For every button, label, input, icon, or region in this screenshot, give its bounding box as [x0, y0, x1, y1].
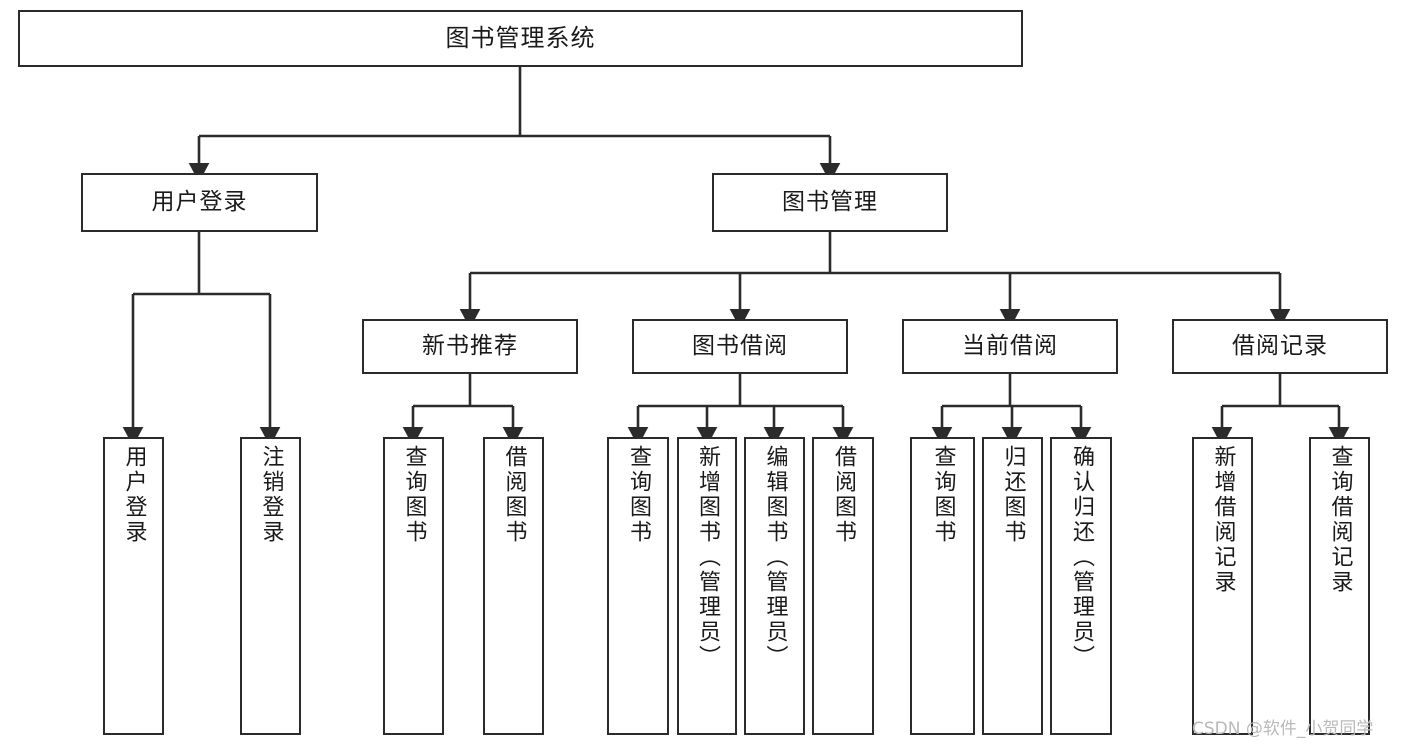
node-current-borrow[interactable]: 当前借阅	[902, 319, 1118, 374]
node-root[interactable]: 图书管理系统	[18, 10, 1023, 67]
node-leaf-logout-label: 注销登录	[258, 445, 284, 545]
csdn-watermark: CSDN @软件_小贺同学	[1192, 719, 1374, 739]
node-book-borrow-label: 图书借阅	[692, 333, 788, 360]
node-leaf-confirm-return-admin-label: 确认归还（管理员）	[1069, 445, 1094, 670]
node-leaf-user-login[interactable]: 用户登录	[103, 437, 164, 735]
node-leaf-confirm-return-admin[interactable]: 确认归还（管理员）	[1050, 437, 1112, 735]
node-new-book-recommend-label: 新书推荐	[422, 333, 518, 360]
node-leaf-edit-book-admin[interactable]: 编辑图书（管理员）	[744, 437, 805, 735]
node-leaf-query-book-2-label: 查询图书	[626, 445, 651, 545]
node-leaf-query-borrow-record-label: 查询借阅记录	[1327, 445, 1353, 595]
node-current-borrow-label: 当前借阅	[962, 333, 1058, 360]
node-leaf-add-borrow-record[interactable]: 新增借阅记录	[1192, 437, 1253, 735]
node-leaf-edit-book-admin-label: 编辑图书（管理员）	[762, 445, 788, 670]
node-leaf-query-book-1[interactable]: 查询图书	[383, 437, 444, 735]
node-leaf-query-book-3[interactable]: 查询图书	[910, 437, 975, 735]
node-leaf-borrow-book-2-label: 借阅图书	[831, 445, 856, 545]
node-leaf-borrow-book-2[interactable]: 借阅图书	[812, 437, 874, 735]
node-book-management[interactable]: 图书管理	[712, 173, 948, 232]
node-leaf-query-borrow-record[interactable]: 查询借阅记录	[1309, 437, 1370, 735]
node-leaf-add-book-admin-label: 新增图书（管理员）	[695, 445, 720, 670]
node-new-book-recommend[interactable]: 新书推荐	[362, 319, 578, 374]
node-root-label: 图书管理系统	[445, 23, 596, 52]
node-leaf-add-borrow-record-label: 新增借阅记录	[1210, 445, 1236, 595]
node-leaf-query-book-3-label: 查询图书	[930, 445, 956, 545]
node-book-management-label: 图书管理	[782, 189, 878, 216]
node-leaf-borrow-book-1[interactable]: 借阅图书	[483, 437, 544, 735]
node-leaf-add-book-admin[interactable]: 新增图书（管理员）	[677, 437, 737, 735]
node-borrow-record-label: 借阅记录	[1232, 333, 1328, 360]
node-leaf-logout[interactable]: 注销登录	[240, 437, 301, 735]
node-leaf-borrow-book-1-label: 借阅图书	[501, 445, 527, 545]
node-leaf-query-book-2[interactable]: 查询图书	[607, 437, 669, 735]
node-leaf-return-book-label: 归还图书	[1000, 445, 1026, 545]
node-leaf-return-book[interactable]: 归还图书	[982, 437, 1043, 735]
node-book-borrow[interactable]: 图书借阅	[632, 319, 848, 374]
node-leaf-query-book-1-label: 查询图书	[401, 445, 427, 545]
node-user-login[interactable]: 用户登录	[81, 173, 318, 232]
node-leaf-user-login-label: 用户登录	[121, 445, 147, 545]
node-borrow-record[interactable]: 借阅记录	[1172, 319, 1388, 374]
node-user-login-label: 用户登录	[151, 189, 248, 216]
